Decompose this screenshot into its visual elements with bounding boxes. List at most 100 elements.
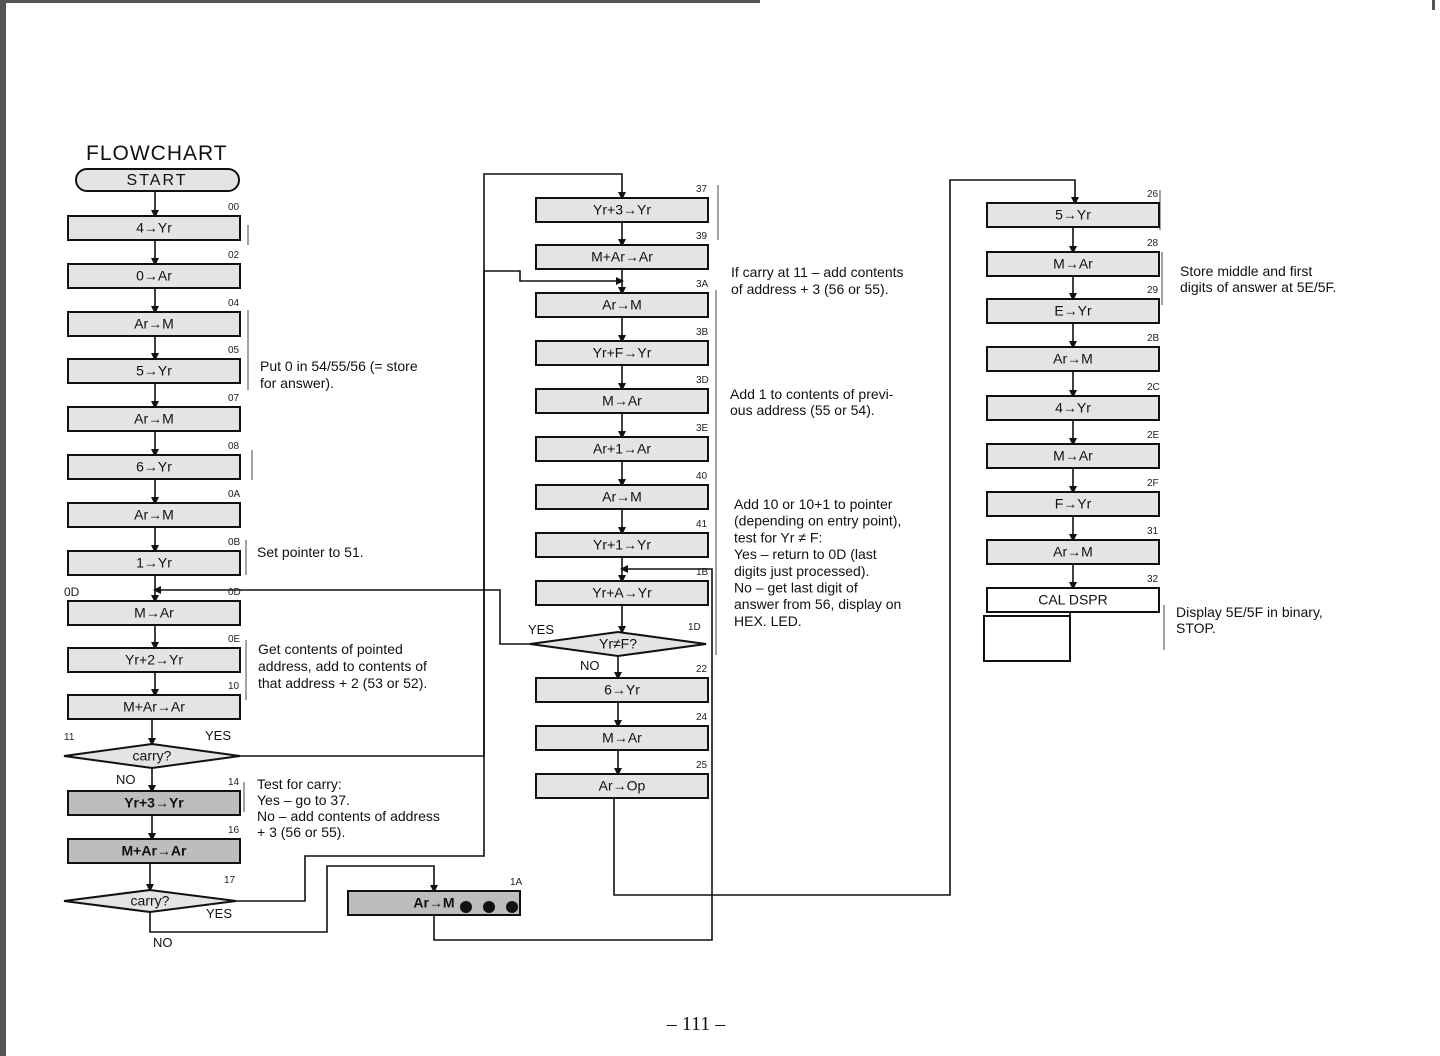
process-label: M→Ar xyxy=(602,730,642,746)
scan-blot xyxy=(506,901,518,913)
process-label: Ar→M xyxy=(1053,544,1093,560)
no-label: NO xyxy=(116,772,136,787)
address-label: 2F xyxy=(1147,478,1159,489)
process-box xyxy=(67,647,241,673)
note-line: (depending on entry point), xyxy=(734,513,901,529)
process-label: Yr+2→Yr xyxy=(125,652,183,668)
decision-diamond xyxy=(63,888,237,914)
address-label: 3A xyxy=(696,279,709,290)
start-terminal xyxy=(75,168,240,192)
process-label: M+Ar→Ar xyxy=(591,249,653,265)
address-label: 28 xyxy=(1147,238,1159,249)
note-line: Yes – return to 0D (last xyxy=(734,546,877,562)
note-line: Add 1 to contents of previ- xyxy=(730,386,894,402)
yes-label: YES xyxy=(205,728,231,743)
address-label: 1B xyxy=(696,567,709,578)
process-box xyxy=(67,694,241,720)
address-label: 32 xyxy=(1147,574,1159,585)
address-label: 3E xyxy=(696,423,709,434)
process-box xyxy=(67,215,241,241)
address-label: 07 xyxy=(228,393,240,404)
decision-label: carry? xyxy=(131,893,170,909)
process-label: Ar→M xyxy=(413,895,454,911)
address-label: 25 xyxy=(696,760,708,771)
process-box xyxy=(986,298,1160,324)
decision-label: Yr≠F? xyxy=(599,636,637,652)
address-label: 29 xyxy=(1147,285,1159,296)
process-label: E→Yr xyxy=(1054,303,1092,319)
process-label: Yr+F→Yr xyxy=(593,345,652,361)
address-label: 40 xyxy=(696,471,708,482)
address-label: 1D xyxy=(688,622,701,633)
process-box xyxy=(986,395,1160,421)
note-line: Yes – go to 37. xyxy=(257,792,350,808)
process-label: 6→Yr xyxy=(136,459,172,475)
scan-blot xyxy=(460,901,472,913)
note-line: answer from 56, display on xyxy=(734,596,901,612)
process-box xyxy=(67,550,241,576)
scan-edge-right xyxy=(1432,0,1435,10)
address-label: 00 xyxy=(228,202,240,213)
page-number: – 111 – xyxy=(666,1013,727,1035)
note-line: digits of answer at 5E/5F. xyxy=(1180,279,1336,295)
process-label: Ar→M xyxy=(134,411,174,427)
process-box xyxy=(986,346,1160,372)
note-line: Display 5E/5F in binary, xyxy=(1176,604,1323,620)
address-label: 0E xyxy=(228,634,241,645)
address-label: 39 xyxy=(696,231,708,242)
process-box xyxy=(535,436,709,462)
process-label: 6→Yr xyxy=(604,682,640,698)
note-line: digits just processed). xyxy=(734,563,869,579)
process-label: 0→Ar xyxy=(136,268,172,284)
decision-diamond xyxy=(63,742,241,770)
process-label: Yr+3→Yr xyxy=(593,202,651,218)
note-line: for answer). xyxy=(260,375,334,391)
scan-blot xyxy=(483,901,495,913)
address-label: 2C xyxy=(1147,382,1160,393)
note-line: If carry at 11 – add contents xyxy=(731,264,904,280)
process-box xyxy=(986,443,1160,469)
carry-no-to-1a xyxy=(149,865,438,933)
note-line: of address + 3 (56 or 55). xyxy=(731,281,889,297)
address-label: 3B xyxy=(696,327,709,338)
scan-edge-top xyxy=(0,0,760,3)
process-label: Yr+3→Yr xyxy=(124,795,184,811)
process-box xyxy=(535,388,709,414)
process-label: Ar→M xyxy=(134,316,174,332)
address-label: 37 xyxy=(696,184,708,195)
carry-yes-to-3a xyxy=(236,270,624,902)
note-line: Add 10 or 10+1 to pointer xyxy=(734,496,893,512)
decision-diamond xyxy=(529,630,707,658)
process-box xyxy=(535,580,709,606)
address-label: 3D xyxy=(696,375,709,386)
carry-yes-to-37 xyxy=(240,173,626,757)
address-label: 08 xyxy=(228,441,240,452)
process-label: Ar→M xyxy=(134,507,174,523)
yes-label: YES xyxy=(206,906,232,921)
process-label: M→Ar xyxy=(1053,256,1093,272)
process-label: M+Ar→Ar xyxy=(123,699,185,715)
process-box xyxy=(535,773,709,799)
process-label: M→Ar xyxy=(1053,448,1093,464)
address-label: 0A xyxy=(228,489,241,500)
yes-label: YES xyxy=(528,622,554,637)
address-label: 14 xyxy=(228,777,240,788)
process-label: M→Ar xyxy=(134,605,174,621)
process-label: Yr+A→Yr xyxy=(592,585,652,601)
process-label: 4→Yr xyxy=(136,220,172,236)
decision-label: carry? xyxy=(133,748,172,764)
process-box xyxy=(986,539,1160,565)
process-label: Ar+1→Ar xyxy=(593,441,651,457)
address-label: 0D xyxy=(228,587,241,598)
address-label: 16 xyxy=(228,825,240,836)
process-box xyxy=(67,358,241,384)
note-line: HEX. LED. xyxy=(734,613,802,629)
process-box xyxy=(986,491,1160,517)
process-box xyxy=(67,838,241,864)
process-box xyxy=(535,244,709,270)
return-to-1b xyxy=(433,565,713,941)
process-box xyxy=(986,251,1160,277)
process-box xyxy=(67,311,241,337)
process-box xyxy=(67,454,241,480)
address-label: 0B xyxy=(228,537,241,548)
